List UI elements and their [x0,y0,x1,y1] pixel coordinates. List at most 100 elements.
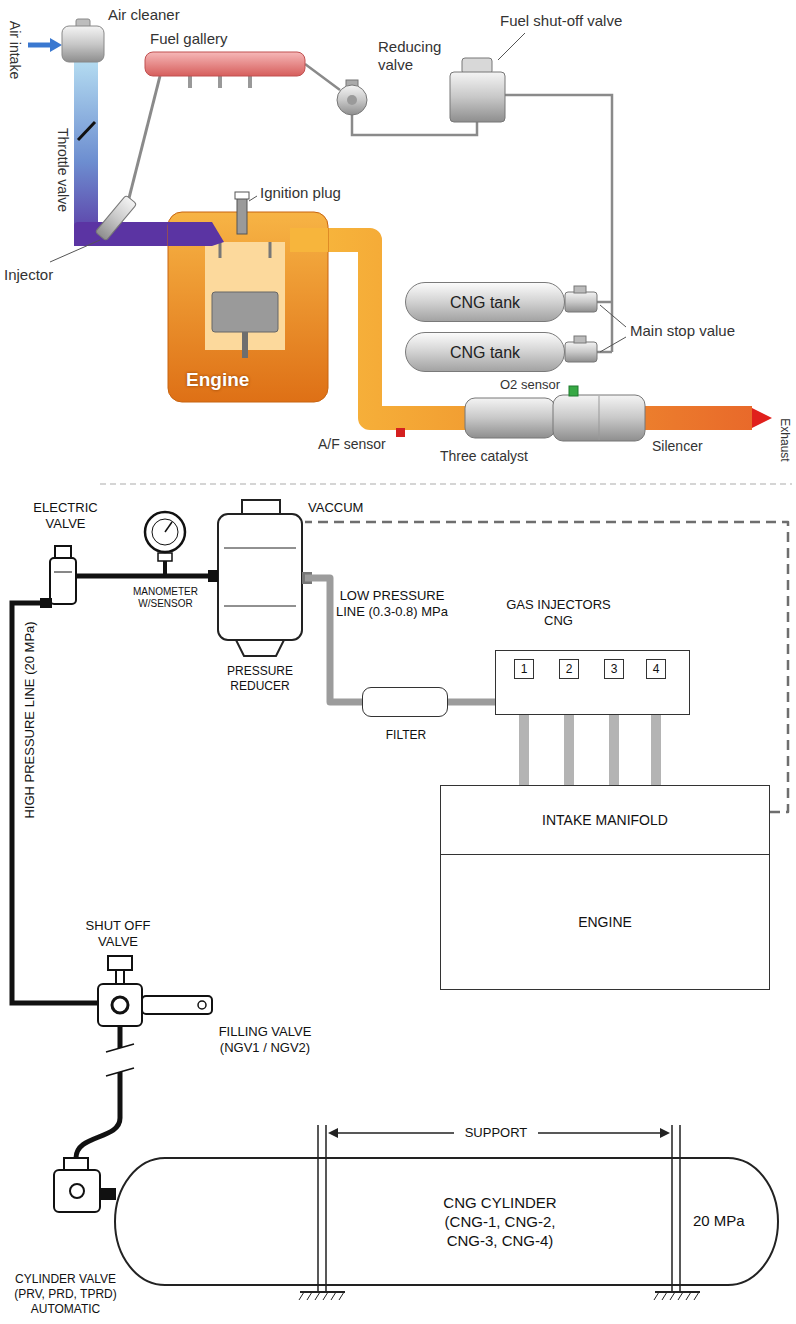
node-text: INTAKE MANIFOLD [542,812,668,829]
edge-label: LOW PRESSURE LINE (0.3-0.8) MPa [336,588,448,620]
engine-illustration [212,292,278,332]
shut-off-valve [198,1001,206,1009]
pipe-connector [305,522,788,812]
divider-line [100,483,792,485]
main-stop-valve [574,336,586,343]
injector-number: 1 [514,659,534,679]
catalyst-silencer [553,395,645,441]
electric-valve [40,546,76,608]
reducing-valve [347,95,357,105]
engine-illustration [219,242,222,258]
pipe-connector [609,679,619,785]
leader-line [50,240,100,262]
fuel-gallery [218,76,222,88]
node-text: PRESSURE REDUCER [205,664,315,694]
injector-number: 2 [559,659,579,679]
part-label: A/F sensor [318,436,398,453]
high-pressure-pipe [106,1044,134,1076]
part-label: Fuel shut-off valve [500,12,730,30]
fuel-shut-off-valve [450,58,505,122]
node-text: 4 [653,662,660,676]
part-label: Three catalyst [440,448,560,465]
engine-illustration [237,198,247,234]
cylinder-valve [70,1184,84,1198]
engine-illustration [168,222,224,246]
reducing-valve [337,85,367,115]
leader-line [50,33,626,352]
cng-tank: CNG tank [405,282,565,322]
node-text: 20 MPa [693,1212,763,1230]
injector [95,195,137,241]
part-label: Silencer [652,438,732,455]
node-text: FILTER [353,728,459,742]
pipe-connector [564,679,574,785]
node-text: 3 [611,662,618,676]
leader-line [498,33,525,60]
injector-number: 3 [604,659,624,679]
flow-label: Exhaust [778,418,792,461]
reducing-valve [337,80,367,115]
injector [95,195,137,241]
air-intake-arrow [28,43,52,48]
throttle-valve [78,122,95,140]
fuel-line [128,76,160,202]
main-stop-valve [565,342,597,362]
leader-line [600,305,626,327]
pipe-connector [519,679,529,785]
fuel-shut-off-valve [450,72,505,122]
catalyst-silencer [465,395,645,441]
injector-rail: GAS INJECTORS CNG1234 [495,650,690,715]
node-text: GAS INJECTORS CNG [496,597,621,629]
pipe-connector [651,679,661,785]
fuel-line [305,64,612,352]
port-label: VACCUM [308,500,388,516]
part-label: CYLINDER VALVE (PRV, PRD, TPRD) AUTOMATI… [3,1272,128,1317]
cng-cylinder: CNG CYLINDER (CNG-1, CNG-2, CNG-3, CNG-4… [115,1158,778,1285]
engine-box: ENGINE [440,854,770,990]
air-intake-arrow [50,38,62,52]
main-stop-valve [565,286,597,362]
cylinder-valve [54,1170,100,1212]
engine-illustration [269,242,272,258]
part-label: Main stop value [630,322,790,340]
part-label: Throttle valve [54,128,71,212]
node-text: 2 [566,662,573,676]
node-text: CNG CYLINDER (CNG-1, CNG-2, CNG-3, CNG-4… [425,1193,575,1250]
engine-block: Engine [168,212,328,402]
part-label: Injector [4,266,84,284]
fuel-gallery [188,76,192,88]
manometer [145,512,185,576]
part-label: SHUT OFF VALVE [68,918,168,950]
shut-off-valve [112,997,128,1013]
high-pressure-pipe [12,576,215,1158]
support-band [660,1128,670,1138]
part-label: O2 sensor [500,377,566,393]
part-label: FILLING VALVE (NGV1 / NGV2) [205,1024,325,1056]
node-text: CNG tank [450,293,520,312]
exhaust-pipe [752,408,772,428]
cng-cylinder-body [115,1158,778,1285]
electric-valve [50,558,76,604]
node-text: Engine [186,368,296,391]
pipe-label: HIGH PRESSURE LINE (20 MPa) [22,621,38,818]
catalyst-silencer [599,396,600,440]
intake-manifold: INTAKE MANIFOLD [440,785,770,855]
part-label: Ignition plug [260,184,390,202]
pressure-reducer-body [236,640,284,656]
flow-label: Air intake [6,21,23,79]
pressure-reducer-body [224,606,296,607]
exhaust-pipe [318,240,752,418]
node-text: CNG tank [450,343,520,362]
support-band [300,1291,700,1293]
electric-valve [40,598,52,608]
manometer [158,553,172,561]
high-pressure-pipe [76,1025,120,1158]
cylinder-valve [54,1158,116,1212]
throttle-valve [78,122,95,140]
pipe-connector [305,578,362,702]
engine-illustration [168,212,328,402]
sensor [396,428,405,437]
fuel-gallery [248,76,252,88]
